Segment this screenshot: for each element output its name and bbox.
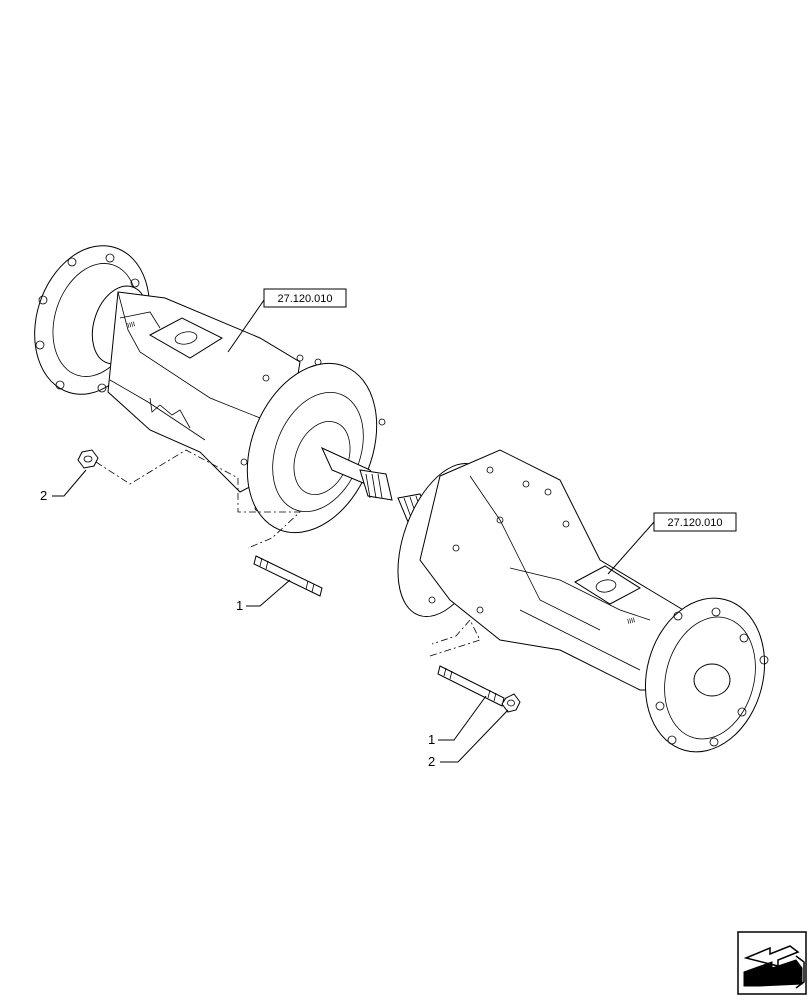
- ref-box-left-axle[interactable]: 27.120.010: [263, 288, 347, 308]
- view-direction-arrow-icon[interactable]: [737, 931, 807, 995]
- callout-number-nut-right: 2: [428, 754, 435, 769]
- right-stud-guide-line: [429, 619, 481, 657]
- left-stud: [253, 555, 323, 597]
- ref-leader-left: [227, 299, 265, 353]
- callout-leader-nut-right: [440, 709, 509, 763]
- callout-number-stud-right: 1: [428, 732, 435, 747]
- callout-leader-stud-right: [438, 695, 487, 741]
- ref-box-right-axle[interactable]: 27.120.010: [653, 512, 737, 532]
- ref-leader-right: [607, 521, 655, 575]
- callout-number-nut-left: 2: [40, 488, 47, 503]
- ref-label-left: 27.120.010: [277, 293, 332, 305]
- svg-text:IIII: IIII: [627, 617, 636, 626]
- callout-leader-nut-left: [52, 469, 87, 497]
- left-nut-guide-line: [95, 449, 302, 549]
- ref-label-right: 27.120.010: [667, 517, 722, 529]
- callout-number-stud-left: 1: [236, 598, 243, 613]
- right-axle-housing: IIII: [397, 449, 769, 753]
- right-stud: [437, 665, 505, 707]
- left-nut: [77, 449, 99, 469]
- svg-text:IIII: IIII: [127, 321, 136, 330]
- right-nut: [501, 693, 521, 713]
- callout-leader-stud-left: [246, 579, 291, 607]
- left-axle-housing: IIII: [34, 245, 393, 534]
